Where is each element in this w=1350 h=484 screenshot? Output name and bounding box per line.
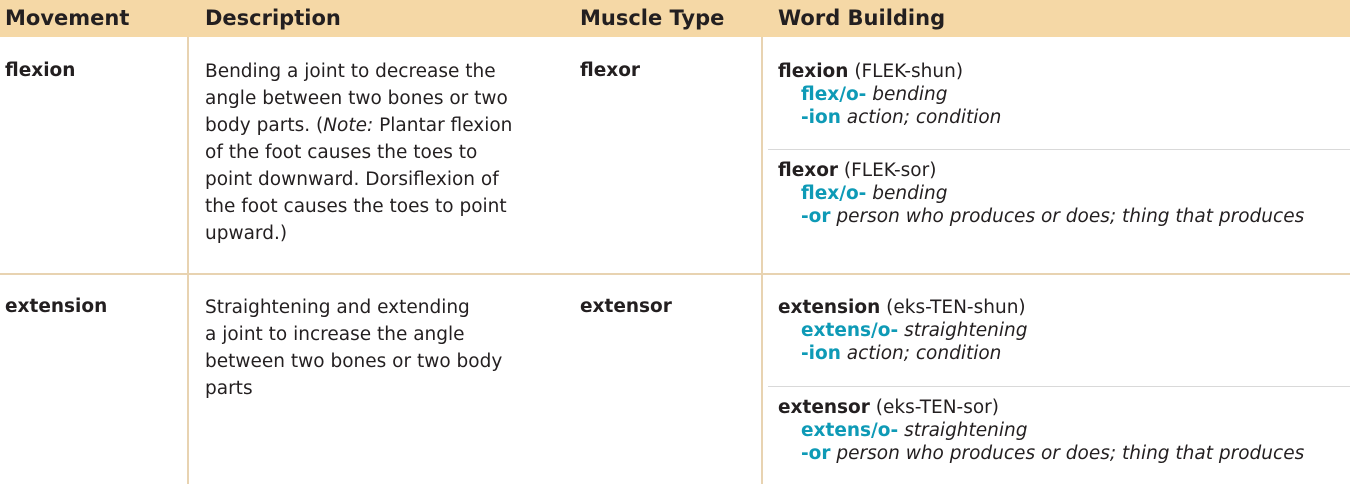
description-line: point downward. Dorsiflexion of	[205, 169, 499, 190]
pronunciation: (eks-TEN-sor)	[875, 397, 999, 418]
movement-description: Straightening and extending a joint to i…	[205, 294, 545, 402]
word-part: flex/o-	[801, 84, 867, 105]
word-part-meaning: person who produces or does; thing that …	[836, 443, 1305, 464]
description-line: between two bones or two body	[205, 351, 503, 372]
pronunciation: (FLEK-shun)	[854, 61, 964, 82]
word-part-meaning: action; condition	[846, 343, 1002, 364]
header-movement: Movement	[5, 6, 130, 30]
word-part: -ion	[801, 107, 841, 128]
description-line: upward.)	[205, 223, 288, 244]
word-building-entry: flexor (FLEK-sor) flex/o- bending -or pe…	[778, 159, 1348, 228]
word-part-meaning: person who produces or does; thing that …	[836, 206, 1305, 227]
muscle-type: extensor	[580, 296, 672, 317]
word: extension	[778, 297, 881, 318]
description-text: Plantar flexion	[373, 115, 513, 136]
word-part: extens/o-	[801, 420, 899, 441]
note-label: Note:	[323, 115, 374, 136]
movement-description: Bending a joint to decrease the angle be…	[205, 58, 545, 247]
word-part: -or	[801, 206, 831, 227]
description-line: the foot causes the toes to point	[205, 196, 507, 217]
description-line: a joint to increase the angle	[205, 324, 465, 345]
pronunciation: (FLEK-sor)	[843, 160, 937, 181]
header-word-building: Word Building	[778, 6, 946, 30]
description-line: body parts. (Note: Plantar flexion	[205, 112, 545, 139]
table-header: Movement Description Muscle Type Word Bu…	[0, 0, 1350, 37]
word-building-entry: flexion (FLEK-shun) flex/o- bending -ion…	[778, 60, 1348, 129]
description-line: angle between two bones or two	[205, 88, 508, 109]
word-part-meaning: straightening	[904, 320, 1028, 341]
word: flexion	[778, 61, 849, 82]
word-building-entry: extensor (eks-TEN-sor) extens/o- straigh…	[778, 396, 1348, 465]
muscle-type: flexor	[580, 60, 641, 81]
column-divider	[187, 37, 189, 484]
header-description: Description	[205, 6, 341, 30]
description-line: of the foot causes the toes to	[205, 142, 478, 163]
word-building-entry: extension (eks-TEN-shun) extens/o- strai…	[778, 296, 1348, 365]
header-muscle-type: Muscle Type	[580, 6, 725, 30]
word-part: extens/o-	[801, 320, 899, 341]
word-part-meaning: action; condition	[846, 107, 1002, 128]
word-part-meaning: bending	[872, 183, 948, 204]
word-part-meaning: straightening	[904, 420, 1028, 441]
word-part: -ion	[801, 343, 841, 364]
description-line: Bending a joint to decrease the	[205, 61, 496, 82]
pronunciation: (eks-TEN-shun)	[886, 297, 1026, 318]
entry-separator	[768, 386, 1350, 387]
word-part: -or	[801, 443, 831, 464]
word-part: flex/o-	[801, 183, 867, 204]
movement-term: extension	[5, 296, 108, 317]
description-line: Straightening and extending	[205, 297, 470, 318]
row-divider	[0, 273, 1350, 275]
description-line: parts	[205, 378, 253, 399]
word-part-meaning: bending	[872, 84, 948, 105]
word: flexor	[778, 160, 839, 181]
description-text: body parts. (	[205, 115, 324, 136]
entry-separator	[768, 149, 1350, 150]
word: extensor	[778, 397, 870, 418]
column-divider	[761, 37, 763, 484]
movement-term: flexion	[5, 60, 76, 81]
